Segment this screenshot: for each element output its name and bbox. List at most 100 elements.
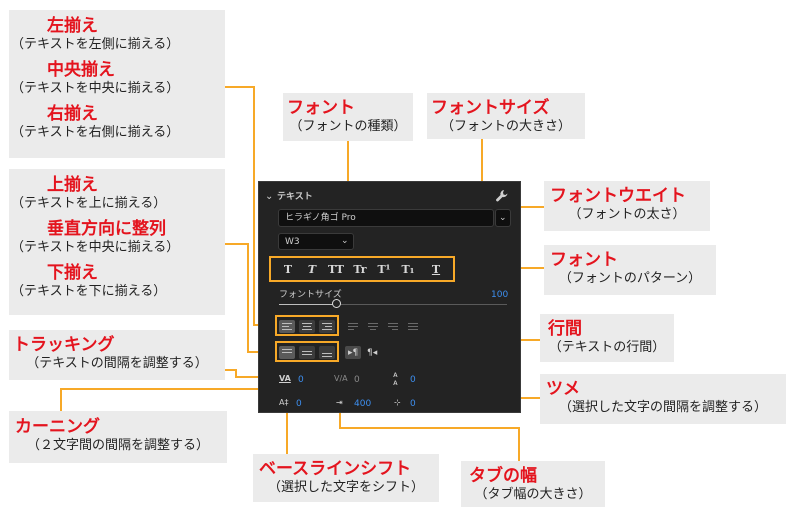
tsume-value[interactable]: 0: [410, 399, 416, 409]
align-right-title: 右揃え: [47, 104, 98, 124]
baseline-shift-icon: A‡: [279, 398, 289, 407]
tracking-desc: （テキストの間隔を調整する）: [26, 356, 208, 371]
callout-vertical-align: 上揃え （テキストを上に揃える） 垂直方向に整列 （テキストを中央に揃える） 下…: [9, 169, 225, 315]
tab-width-desc: （タブ幅の大きさ）: [474, 487, 592, 502]
font-desc: （フォントの種類）: [289, 119, 407, 134]
callout-tab-width: タブの幅 （タブ幅の大きさ）: [461, 461, 605, 507]
callout-font-size: フォントサイズ （フォントの大きさ）: [427, 93, 585, 139]
font-style-buttons: T T TT Tr T¹ T₁ T: [279, 262, 451, 280]
align-top-title: 上揃え: [47, 175, 98, 195]
wrench-icon[interactable]: [495, 189, 509, 203]
font-pattern-desc: （フォントのパターン）: [558, 271, 702, 286]
tsume-icon: ⊹: [394, 398, 401, 407]
text-direction-ltr-button[interactable]: ▸¶: [345, 346, 361, 359]
font-family-value: ヒラギノ角ゴ Pro: [285, 213, 356, 223]
font-title: フォント: [287, 98, 355, 118]
callout-font: フォント （フォントの種類）: [283, 93, 413, 141]
align-left-button[interactable]: [279, 320, 295, 333]
font-family-dropdown[interactable]: ヒラギノ角ゴ Pro: [278, 209, 494, 227]
align-bottom-button[interactable]: [319, 346, 335, 359]
font-family-dropdown-button[interactable]: ⌄: [495, 209, 511, 227]
font-size-label: フォントサイズ: [279, 290, 342, 300]
callout-baseline-shift: ベースラインシフト （選択した文字をシフト）: [253, 454, 439, 502]
paragraph-ltr-icon: ▸¶: [348, 348, 359, 358]
font-size-slider[interactable]: [279, 299, 507, 308]
align-left-desc: （テキストを左側に揃える）: [11, 37, 180, 52]
highlight-horizontal-align: [275, 315, 339, 336]
kerning-value[interactable]: 0: [354, 375, 360, 385]
kerning-desc: （２文字間の間隔を調整する）: [26, 438, 209, 453]
style-button-italic[interactable]: T: [307, 263, 317, 276]
callout-tsume: ツメ （選択した文字の間隔を調整する）: [540, 374, 786, 424]
callout-font-pattern: フォント （フォントのパターン）: [544, 245, 716, 295]
style-button-underline[interactable]: T: [431, 263, 441, 276]
font-weight-dropdown[interactable]: W3 ⌄: [278, 233, 354, 250]
align-right-button[interactable]: [319, 320, 335, 333]
style-button-superscript[interactable]: T¹: [377, 263, 391, 276]
align-center-title: 中央揃え: [47, 60, 115, 80]
paragraph-rtl-icon: ¶◂: [367, 348, 378, 358]
baseline-shift-value[interactable]: 0: [296, 399, 302, 409]
leading-desc: （テキストの行間）: [548, 340, 666, 355]
tracking-title: トラッキング: [13, 335, 115, 355]
callout-font-weight: フォントウエイト （フォントの太さ）: [544, 181, 710, 231]
align-bottom-desc: （テキストを下に揃える）: [11, 284, 167, 299]
font-size-desc: （フォントの大きさ）: [440, 119, 571, 134]
callout-kerning: カーニング （２文字間の間隔を調整する）: [9, 411, 227, 463]
tracking-icon: VA: [279, 374, 291, 383]
callout-tracking: トラッキング （テキストの間隔を調整する）: [9, 330, 225, 380]
align-vcenter-title: 垂直方向に整列: [47, 219, 166, 239]
style-button-all-caps[interactable]: TT: [328, 263, 344, 276]
callout-leading: 行間 （テキストの行間）: [540, 314, 674, 362]
callout-horizontal-align: 左揃え （テキストを左側に揃える） 中央揃え （テキストを中央に揃える） 右揃え…: [9, 10, 225, 158]
text-direction-rtl-button[interactable]: ¶◂: [365, 346, 381, 359]
tab-width-title: タブの幅: [469, 466, 537, 486]
style-button-bold[interactable]: T: [283, 263, 293, 276]
baseline-shift-title: ベースラインシフト: [259, 459, 412, 479]
align-center-desc: （テキストを中央に揃える）: [11, 81, 180, 96]
justify-left-button[interactable]: [345, 320, 361, 333]
font-weight-value: W3: [285, 237, 300, 247]
line-tab-width: [339, 411, 520, 461]
font-size-slider-thumb[interactable]: [332, 299, 341, 308]
align-right-desc: （テキストを右側に揃える）: [11, 125, 180, 140]
align-top-desc: （テキストを上に揃える）: [11, 196, 167, 211]
justify-all-button[interactable]: [405, 320, 421, 333]
tab-width-icon: ⇥: [336, 398, 343, 407]
baseline-shift-desc: （選択した文字をシフト）: [267, 480, 424, 495]
tsume-title: ツメ: [546, 379, 580, 399]
leading-value[interactable]: 0: [410, 375, 416, 385]
line-tracking: [225, 369, 268, 378]
align-bottom-title: 下揃え: [47, 263, 98, 283]
align-center-button[interactable]: [299, 320, 315, 333]
highlight-style-buttons: [269, 256, 455, 282]
justify-center-button[interactable]: [365, 320, 381, 333]
tab-width-value[interactable]: 400: [354, 399, 372, 409]
font-size-slider-track: [279, 304, 507, 305]
font-pattern-title: フォント: [550, 250, 618, 270]
align-vcenter-desc: （テキストを中央に揃える）: [11, 240, 180, 255]
font-size-title: フォントサイズ: [431, 98, 550, 118]
collapse-chevron-icon[interactable]: ⌄: [265, 191, 274, 202]
panel-header: テキスト: [277, 192, 313, 202]
tsume-desc: （選択した文字の間隔を調整する）: [558, 400, 767, 415]
justify-right-button[interactable]: [385, 320, 401, 333]
style-button-small-caps[interactable]: Tr: [353, 263, 367, 276]
text-properties-panel: ⌄ テキスト ヒラギノ角ゴ Pro ⌄ W3 ⌄ T T TT Tr T¹ T₁…: [258, 181, 521, 413]
kerning-icon: V/A: [334, 374, 348, 383]
align-top-button[interactable]: [279, 346, 295, 359]
chevron-down-icon: ⌄: [341, 236, 349, 246]
style-button-subscript[interactable]: T₁: [401, 263, 415, 276]
highlight-vertical-align: [275, 341, 339, 362]
font-size-slider-fill: [279, 304, 336, 305]
font-size-value[interactable]: 100: [491, 290, 509, 300]
leading-title: 行間: [548, 319, 582, 339]
kerning-title: カーニング: [15, 417, 100, 437]
align-left-title: 左揃え: [47, 16, 98, 36]
font-weight-desc: （フォントの太さ）: [568, 207, 686, 222]
tracking-value[interactable]: 0: [298, 375, 304, 385]
font-weight-title: フォントウエイト: [550, 186, 686, 206]
align-vcenter-button[interactable]: [299, 346, 315, 359]
